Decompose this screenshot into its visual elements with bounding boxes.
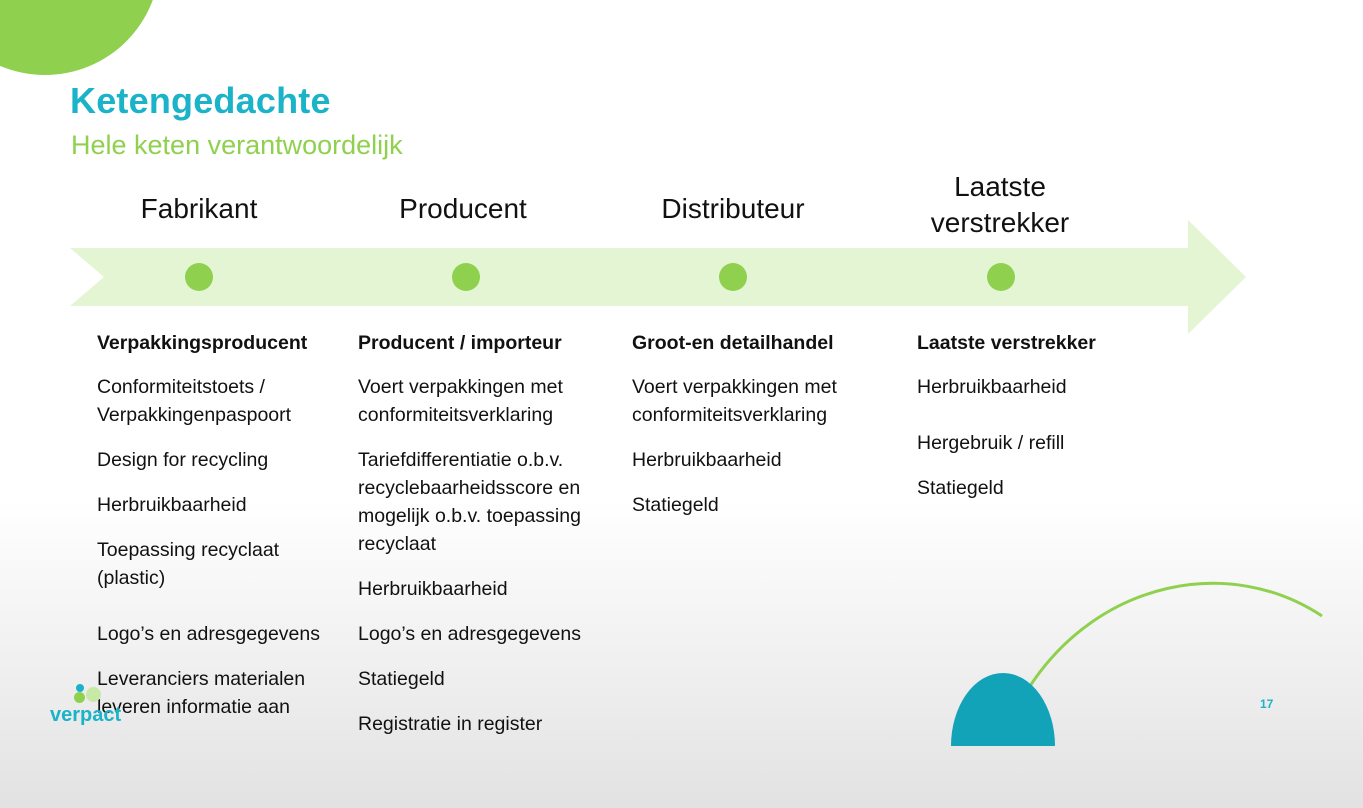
logo-wordmark: verpact (50, 704, 122, 726)
stage-dot-laatste-verstrekker (987, 263, 1015, 291)
corner-green-circle (0, 0, 153, 75)
list-item: Herbruikbaarheid (917, 376, 1067, 398)
verpact-logo: verpact (50, 682, 140, 726)
column-heading: Laatste verstrekker (917, 332, 1096, 354)
list-item: Statiegeld (358, 668, 445, 690)
stage-name-line2: verstrekker (930, 207, 1070, 238)
chain-arrow (70, 220, 1246, 334)
list-item: Hergebruik / refill (917, 432, 1065, 454)
column-producent-importeur: Producent / importeur Voert verpakkingen… (358, 329, 608, 755)
stage-dot-fabrikant (185, 263, 213, 291)
list-item: Tariefdifferentiatie o.b.v. recyclebaarh… (358, 449, 581, 555)
column-laatste-verstrekker: Laatste verstrekker Herbruikbaarheid Her… (917, 329, 1167, 519)
list-item: Statiegeld (917, 477, 1004, 499)
column-verpakkingsproducent: Verpakkingsproducent Conformiteitstoets … (97, 329, 347, 738)
column-heading: Groot-en detailhandel (632, 332, 834, 354)
stage-name-laatste-verstrekker: Laatste verstrekker (900, 169, 1100, 241)
logo-bubble-icon (76, 684, 84, 692)
list-item: Logo’s en adresgegevens (97, 623, 320, 645)
list-item: Toepassing recyclaat (plastic) (97, 539, 280, 589)
slide-title: Ketengedachte (70, 80, 331, 121)
logo-bubble-icon (74, 692, 85, 703)
logo-bubble-icon (86, 687, 101, 702)
list-item: Voert verpakkingen met conformiteitsverk… (358, 376, 563, 426)
stage-name-distributeur: Distributeur (661, 193, 805, 224)
column-groot-en-detailhandel: Groot-en detailhandel Voert verpakkingen… (632, 329, 882, 536)
list-item: Herbruikbaarheid (632, 449, 782, 471)
stage-dot-distributeur (719, 263, 747, 291)
stage-name-producent: Producent (399, 193, 527, 224)
teal-half-circle (951, 673, 1055, 746)
page-number: 17 (1260, 697, 1274, 711)
list-item: Design for recycling (97, 449, 269, 471)
list-item: Voert verpakkingen met conformiteitsverk… (632, 376, 837, 426)
column-heading: Producent / importeur (358, 332, 562, 354)
list-item: Statiegeld (632, 494, 719, 516)
green-arc-line (1028, 581, 1323, 687)
stage-dot-producent (452, 263, 480, 291)
list-item: Herbruikbaarheid (358, 578, 508, 600)
list-item: Logo’s en adresgegevens (358, 623, 581, 645)
list-item: Leveranciers materialen leveren informat… (97, 668, 306, 718)
list-item: Registratie in register (358, 713, 543, 735)
slide-subtitle: Hele keten verantwoordelijk (71, 130, 403, 160)
list-item: Conformiteitstoets / Verpakkingenpaspoor… (97, 376, 292, 426)
stage-name-line1: Laatste (954, 171, 1046, 202)
column-heading: Verpakkingsproducent (97, 332, 308, 354)
list-item: Herbruikbaarheid (97, 494, 247, 516)
stage-name-fabrikant: Fabrikant (140, 193, 258, 224)
